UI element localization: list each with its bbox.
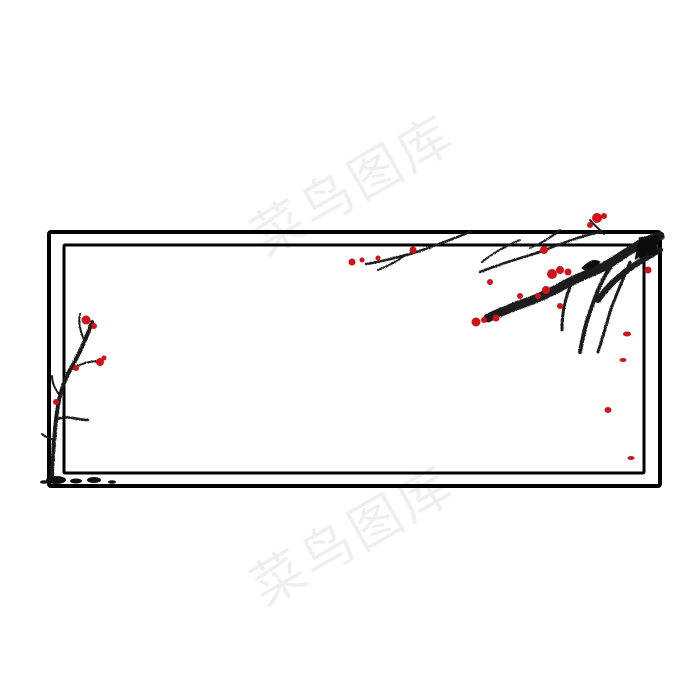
plum-branch-left [41,313,101,482]
outer-frame [47,230,662,488]
plum-branch-top-right [364,219,665,354]
plum-blossoms-top-right [348,213,652,460]
plum-blossoms-left [53,315,107,405]
ink-ground-left [40,476,116,484]
inner-frame [62,243,646,475]
